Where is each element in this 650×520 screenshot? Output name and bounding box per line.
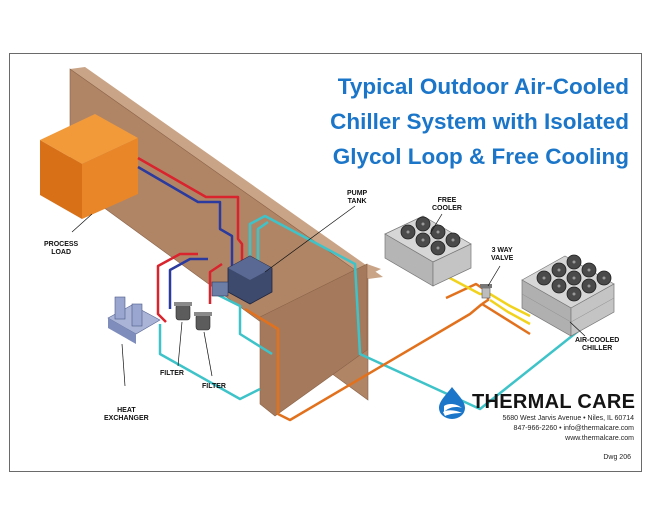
label-three-way-valve: 3 WAY VALVE — [491, 247, 514, 262]
label-filter-1: FILTER — [160, 370, 184, 377]
label-air-cooled-chiller: AIR-COOLED CHILLER — [575, 337, 620, 352]
label-pump-tank: PUMP TANK — [347, 190, 368, 205]
wall-top — [70, 67, 383, 279]
title-line-2: Chiller System with Isolated — [330, 109, 629, 134]
diagram-poster: Typical Outdoor Air-Cooled Chiller Syste… — [9, 53, 642, 472]
diagram-title: Typical Outdoor Air-Cooled Chiller Syste… — [269, 69, 629, 174]
process-load-cube — [40, 114, 138, 219]
process-piping — [137, 156, 244, 323]
label-leader-lines — [71, 205, 586, 387]
label-process-load: PROCESS LOAD — [44, 241, 79, 256]
title-line-1: Typical Outdoor Air-Cooled — [337, 74, 629, 99]
label-free-cooler: FREE COOLER — [432, 197, 462, 212]
title-line-3: Glycol Loop & Free Cooling — [332, 144, 629, 169]
company-website: www.thermalcare.com — [565, 435, 634, 442]
filter-units — [174, 302, 212, 331]
heat-exchanger — [107, 296, 161, 344]
system-illustration — [40, 67, 615, 422]
company-contact-block: 5680 West Jarvis Avenue • Niles, IL 6071… — [394, 414, 634, 444]
label-heat-exchanger: HEAT EXCHANGER — [104, 407, 149, 422]
free-cooler — [384, 215, 472, 287]
pump-tank — [211, 255, 273, 305]
three-way-valve — [480, 284, 492, 299]
company-name: THERMAL CARE — [472, 391, 636, 413]
air-cooled-chiller — [521, 254, 615, 337]
company-address: 5680 West Jarvis Avenue • Niles, IL 6071… — [502, 415, 634, 422]
drawing-number: Dwg 206 — [603, 454, 631, 461]
label-filter-2: FILTER — [202, 383, 226, 390]
water-drop-logo-icon — [439, 387, 465, 419]
company-phone-email: 847-966-2260 • info@thermalcare.com — [513, 425, 634, 432]
